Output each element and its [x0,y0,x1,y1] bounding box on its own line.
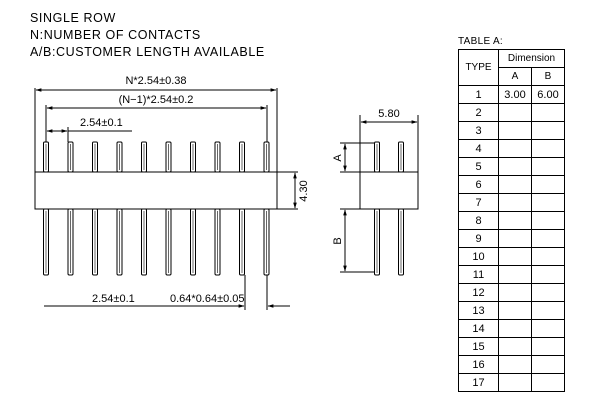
table-cell-a [498,319,532,338]
col-b-header: B [531,67,565,86]
table-cell-b [531,103,565,122]
overall-length-label: N*2.54±0.38 [125,75,186,87]
table-header-row-1: TYPE Dimension [458,49,565,86]
table-cell-a [498,193,532,212]
table-row: 3 [458,121,565,140]
table-row: 15 [458,337,565,356]
table-cell-type: 1 [458,85,499,104]
table-cell-a [498,229,532,248]
table-cell-type: 11 [458,265,499,284]
table-row: 11 [458,265,565,284]
table-cell-b [531,373,565,392]
note-single-row: SINGLE ROW [30,11,116,25]
table-cell-a [498,355,532,374]
table-row: 16 [458,355,565,374]
table-cell-type: 6 [458,175,499,194]
dimension-labels: N*2.54±0.38 (N−1)*2.54±0.2 2.54±0.1 4.30… [80,75,400,305]
pitch-bottom-label: 2.54±0.1 [92,293,135,305]
table-row: 13 [458,301,565,320]
table-cell-type: 17 [458,373,499,392]
table-cell-type: 2 [458,103,499,122]
table-row: 9 [458,229,565,248]
table-cell-type: 12 [458,283,499,302]
table-row: 17 [458,373,565,392]
table-cell-b [531,265,565,284]
table-cell-type: 14 [458,319,499,338]
table-cell-b [531,121,565,140]
table-cell-type: 15 [458,337,499,356]
table-cell-type: 10 [458,247,499,266]
table-cell-type: 16 [458,355,499,374]
header-body [34,171,278,210]
table-row: 14 [458,319,565,338]
table-cell-type: 3 [458,121,499,140]
table-cell-type: 7 [458,193,499,212]
table-cell-b [531,211,565,230]
table-row: 7 [458,193,565,212]
table-cell-a [498,157,532,176]
pin-span-label: (N−1)*2.54±0.2 [119,94,194,106]
table-row: 5 [458,157,565,176]
table-cell-a [498,103,532,122]
col-a-header: A [498,67,532,86]
table-cell-type: 5 [458,157,499,176]
pin-size-label: 0.64*0.64±0.05 [170,293,245,305]
body-height-label: 4.30 [298,180,310,201]
table-cell-b [531,157,565,176]
table-row: 6 [458,175,565,194]
side-view [340,115,419,276]
table-cell-b: 6.00 [531,85,565,104]
pitch-top-label: 2.54±0.1 [80,117,123,129]
table-cell-a [498,301,532,320]
table-cell-a [498,175,532,194]
table-cell-a [498,121,532,140]
table-row: 12 [458,283,565,302]
table-cell-a [498,265,532,284]
table-row: 2 [458,103,565,122]
table-row: 10 [458,247,565,266]
table-cell-b [531,139,565,158]
table-cell-b [531,319,565,338]
note-number-of-contacts: N:NUMBER OF CONTACTS [30,28,201,42]
table-cell-a [498,247,532,266]
table-cell-b [531,175,565,194]
table-cell-b [531,283,565,302]
front-pins [43,141,270,276]
table-cell-b [531,193,565,212]
drawing-notes: SINGLE ROW N:NUMBER OF CONTACTS A/B:CUST… [30,10,265,61]
table-cell-b [531,301,565,320]
table-cell-a [498,211,532,230]
table-cell-a [498,139,532,158]
table-cell-type: 9 [458,229,499,248]
type-header: TYPE [458,49,499,86]
table-cell-a [498,373,532,392]
table-cell-b [531,229,565,248]
table-row: 8 [458,211,565,230]
table-cell-type: 8 [458,211,499,230]
table-cell-b [531,247,565,266]
table-row: 4 [458,139,565,158]
table-cell-b [531,355,565,374]
front-view [34,88,298,310]
dim-a-label: A [332,154,344,162]
dim-b-label: B [332,237,344,244]
note-customer-length: A/B:CUSTOMER LENGTH AVAILABLE [30,45,265,59]
side-body [359,171,419,210]
table-cell-a: 3.00 [498,85,532,104]
table-cell-b [531,337,565,356]
table-cell-type: 4 [458,139,499,158]
table-cell-a [498,337,532,356]
table-cell-a [498,283,532,302]
table-cell-type: 13 [458,301,499,320]
table-caption: TABLE A: [458,36,504,47]
side-width-label: 5.80 [378,108,399,120]
side-pins [374,141,404,276]
dimension-header: Dimension [498,49,565,68]
